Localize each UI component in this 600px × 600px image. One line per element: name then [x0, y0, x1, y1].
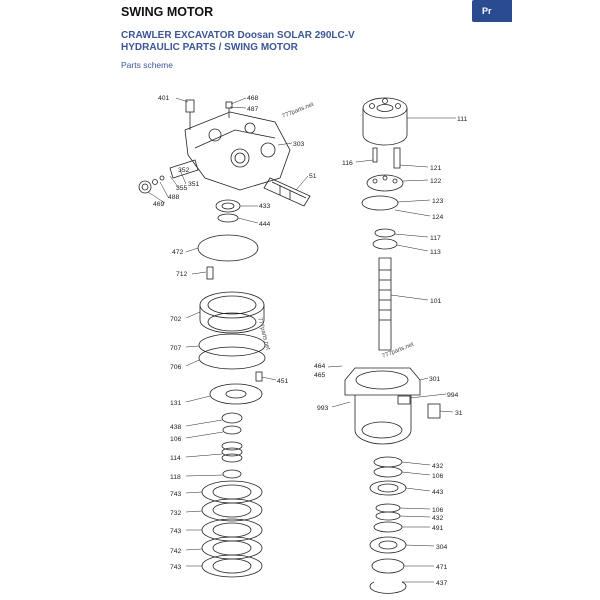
- callout: 702: [170, 316, 182, 323]
- ring-438: [221, 412, 243, 424]
- callout: 464: [314, 363, 326, 370]
- print-button[interactable]: Pr: [472, 0, 512, 22]
- callout: 122: [430, 178, 442, 185]
- callout: 491: [432, 525, 444, 532]
- snap-ring-437: [369, 581, 407, 594]
- bearing-117: [372, 228, 398, 250]
- bearing-433: [215, 199, 241, 223]
- callout: 113: [430, 249, 441, 256]
- callout: 116: [342, 160, 353, 167]
- valve-block: [138, 99, 291, 194]
- watermark-2: 777parts.net: [256, 317, 271, 351]
- cover-304: [369, 536, 407, 554]
- model-heading: CRAWLER EXCAVATOR Doosan SOLAR 290LC-V H…: [121, 30, 355, 54]
- callout: 123: [432, 198, 444, 205]
- callout: 488: [168, 194, 180, 201]
- o-ring-472: [197, 234, 259, 262]
- callout: 351: [188, 181, 200, 188]
- callout: 111: [457, 116, 468, 123]
- callout: 472: [172, 249, 184, 256]
- callout: 51: [309, 173, 317, 180]
- callout: 742: [170, 548, 182, 555]
- callout: 437: [436, 580, 448, 587]
- callout: 487: [247, 106, 259, 113]
- callout: 101: [430, 298, 442, 305]
- pistons: [372, 147, 401, 169]
- o-ring-707: [198, 333, 266, 357]
- callout: 993: [317, 405, 329, 412]
- ring-106: [222, 425, 242, 435]
- page-title: SWING MOTOR: [121, 5, 214, 19]
- shaft-51: [263, 177, 311, 207]
- block-31: [427, 403, 441, 419]
- callout: 712: [176, 271, 188, 278]
- retainer-122: [366, 174, 404, 192]
- callout: 743: [170, 528, 182, 535]
- callout: 106: [432, 473, 444, 480]
- callout: 743: [170, 491, 182, 498]
- callout: 106: [432, 507, 444, 514]
- leader-lines: [147, 97, 456, 583]
- casing-301: [344, 367, 421, 445]
- callout: 117: [430, 235, 441, 242]
- callout: 301: [429, 376, 441, 383]
- callout: 131: [170, 400, 182, 407]
- drive-shaft-101: [378, 257, 392, 351]
- callout: 303: [293, 141, 305, 148]
- heading-line-2: HYDRAULIC PARTS / SWING MOTOR: [121, 42, 298, 53]
- callout: 118: [170, 474, 181, 481]
- callout: 469: [153, 201, 165, 208]
- brake-piston-702: [199, 291, 265, 334]
- seals-lower: [373, 503, 403, 533]
- plate-131: [209, 383, 263, 405]
- bearing-443: [369, 456, 407, 496]
- watermark-1: 777parts.net: [282, 102, 315, 120]
- heading-line-1: CRAWLER EXCAVATOR Doosan SOLAR 290LC-V: [121, 30, 355, 41]
- callout: 438: [170, 424, 182, 431]
- o-ring-706: [198, 346, 266, 370]
- callout: 121: [430, 165, 442, 172]
- callout: 706: [170, 364, 182, 371]
- callout: 994: [447, 392, 459, 399]
- callout: 401: [158, 95, 170, 102]
- callout: 732: [170, 510, 182, 517]
- callout: 444: [259, 221, 271, 228]
- shoe-plate-123: [361, 195, 399, 211]
- callout: 114: [170, 455, 181, 462]
- callout: 451: [277, 378, 289, 385]
- cylinder-block-111: [362, 97, 408, 146]
- callout: 433: [259, 203, 271, 210]
- callout: 432: [432, 463, 444, 470]
- ring-471: [371, 558, 405, 574]
- callout: 432: [432, 515, 444, 522]
- section-label: Parts scheme: [121, 60, 173, 70]
- callout-labels: 401 468 487 303 352 351 355 488 469 51 4…: [153, 95, 468, 587]
- callout: 468: [247, 95, 259, 102]
- parts-diagram: 777parts.net 777parts.net 777parts.net 4…: [138, 95, 468, 594]
- friction-plates: [201, 480, 263, 578]
- callout: 707: [170, 345, 182, 352]
- callout: 106: [170, 436, 182, 443]
- callout: 465: [314, 372, 326, 379]
- pin-451: [255, 371, 263, 382]
- callout: 304: [436, 544, 448, 551]
- callout: 352: [178, 167, 190, 174]
- spring-114: [221, 441, 243, 463]
- callout: 355: [176, 185, 188, 192]
- ring-118: [222, 469, 242, 479]
- spring-712: [206, 266, 214, 280]
- callout: 124: [432, 214, 444, 221]
- callout: 743: [170, 564, 182, 571]
- callout: 31: [455, 410, 463, 417]
- watermark-3: 777parts.net: [382, 342, 415, 360]
- callout: 443: [432, 489, 444, 496]
- callout: 471: [436, 564, 448, 571]
